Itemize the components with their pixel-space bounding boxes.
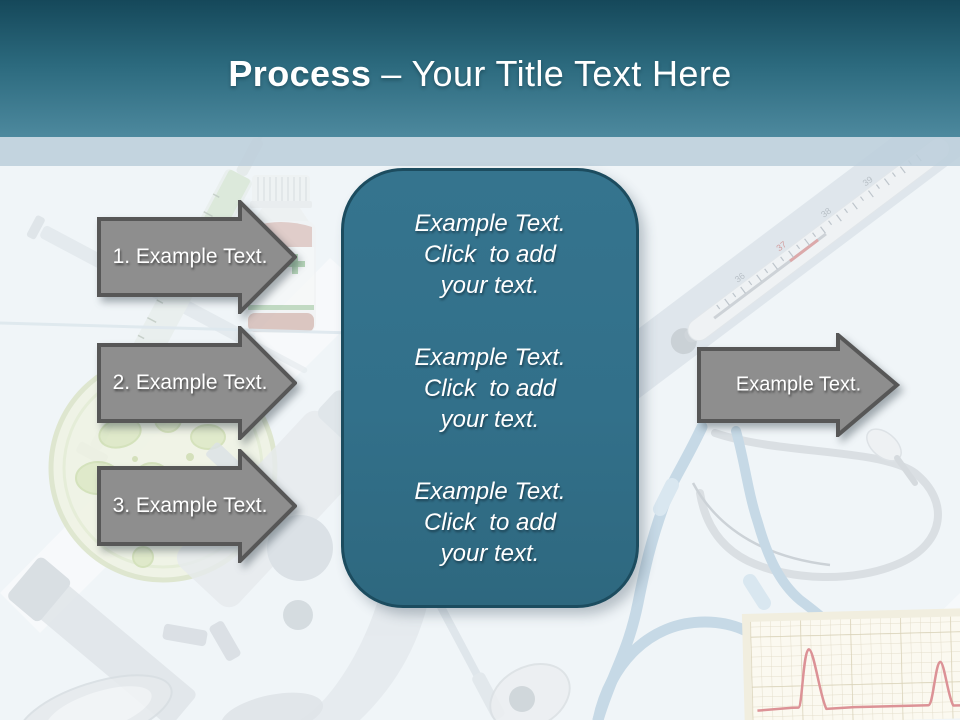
- svg-text:36: 36: [733, 271, 747, 285]
- svg-text:39: 39: [861, 174, 875, 188]
- placeholder-line: Click to add: [423, 374, 557, 402]
- placeholder-line: your text.: [440, 271, 540, 299]
- placeholder-line: Click to add: [423, 508, 557, 536]
- process-detail-box[interactable]: Example Text. Click to add your text. Ex…: [341, 168, 639, 608]
- arrow-right-shape: [97, 449, 297, 563]
- result-arrow-label: Example Text.: [735, 373, 862, 396]
- placeholder-line: Example Text.: [414, 477, 566, 505]
- svg-text:37: 37: [774, 239, 788, 253]
- step-arrow-label: 1. Example Text.: [112, 245, 268, 268]
- arrow-right-shape: [97, 200, 297, 314]
- arrow-right-shape: [97, 326, 297, 440]
- step-arrow-3[interactable]: 3. Example Text.: [97, 449, 297, 563]
- placeholder-line: your text.: [440, 405, 540, 433]
- title-rest: – Your Title Text Here: [381, 52, 732, 94]
- step-arrow-label: 2. Example Text.: [112, 371, 268, 394]
- result-arrow[interactable]: Example Text.: [697, 333, 900, 437]
- otoscope-icon: [489, 662, 571, 720]
- title-keyword: Process: [228, 52, 372, 94]
- placeholder-line: your text.: [440, 539, 540, 567]
- text-placeholder-block[interactable]: Example Text. Click to add your text.: [360, 342, 620, 435]
- placeholder-line: Click to add: [423, 240, 557, 268]
- svg-text:38: 38: [819, 206, 833, 220]
- ecg-chart-icon: [741, 607, 960, 720]
- arrow-right-shape: [697, 333, 900, 437]
- text-placeholder-block[interactable]: Example Text. Click to add your text.: [360, 208, 620, 301]
- thermometer-icon: 36 37 38 39: [579, 137, 960, 418]
- text-placeholder-block[interactable]: Example Text. Click to add your text.: [360, 476, 620, 569]
- placeholder-line: Example Text.: [414, 209, 566, 237]
- divider-band: [0, 137, 960, 166]
- step-arrow-1[interactable]: 1. Example Text.: [97, 200, 297, 314]
- shelf-line: [0, 321, 353, 335]
- slide-header: Process– Your Title Text Here: [0, 0, 960, 137]
- slide-title[interactable]: Process– Your Title Text Here: [228, 43, 731, 95]
- placeholder-line: Example Text.: [414, 343, 566, 371]
- step-arrow-label: 3. Example Text.: [112, 494, 268, 517]
- step-arrow-2[interactable]: 2. Example Text.: [97, 326, 297, 440]
- spoon-icon: [17, 674, 324, 720]
